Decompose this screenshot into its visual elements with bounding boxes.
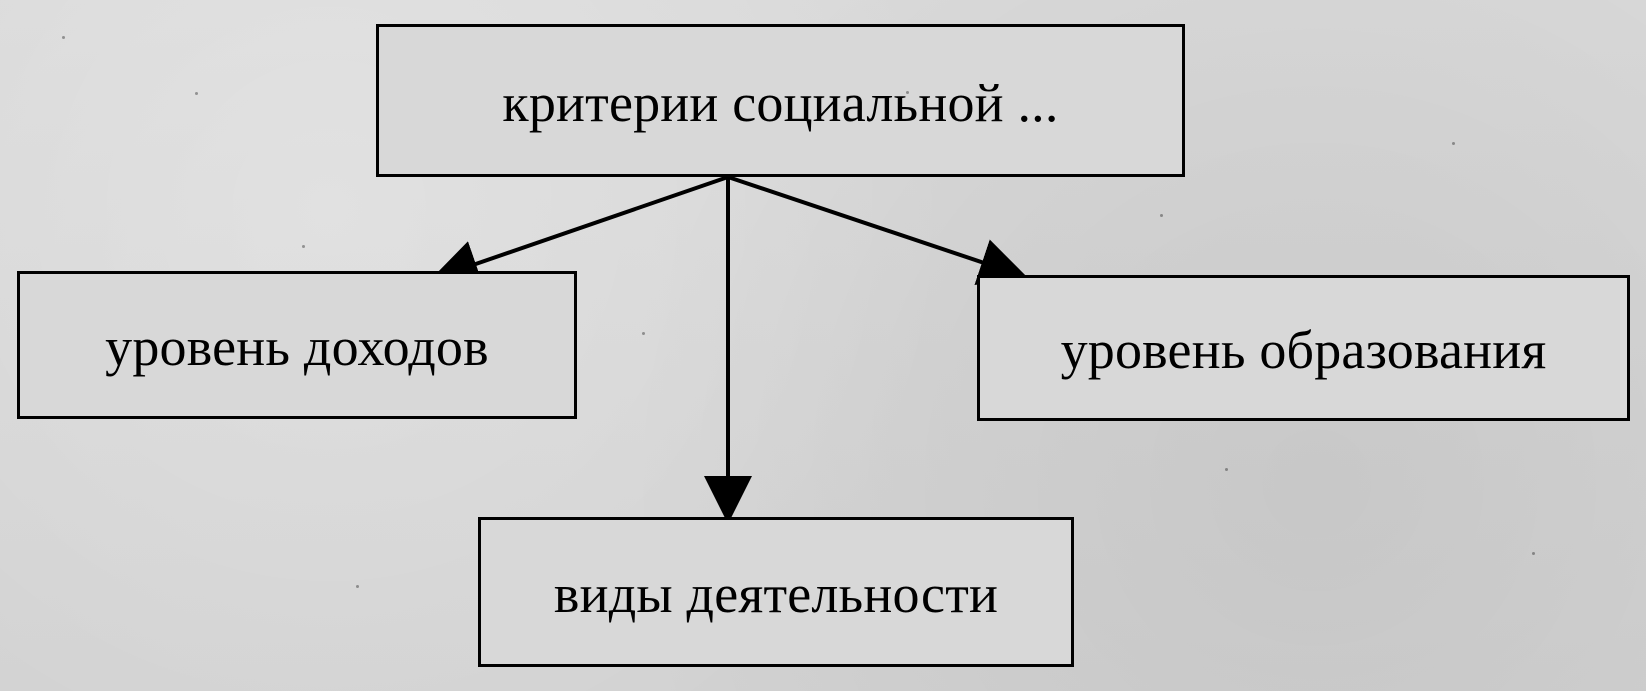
paper-speck	[1532, 552, 1535, 555]
arrow-to-left-node	[430, 175, 729, 287]
paper-speck	[62, 36, 65, 39]
paper-speck	[195, 92, 198, 95]
arrow-to-right-node	[727, 175, 1028, 286]
right-node-label: уровень образования	[1060, 320, 1547, 380]
top-node: критерии социальной ...	[376, 24, 1185, 177]
right-node: уровень образования	[977, 275, 1630, 421]
paper-speck	[1160, 214, 1163, 217]
bottom-node: виды деятельности	[478, 517, 1074, 667]
paper-speck	[1452, 142, 1455, 145]
paper-speck	[356, 585, 359, 588]
paper-speck	[302, 245, 305, 248]
paper-speck	[642, 332, 645, 335]
left-node: уровень доходов	[17, 271, 577, 419]
top-node-label: критерии социальной ...	[502, 72, 1059, 133]
paper-speck	[1225, 468, 1228, 471]
bottom-node-label: виды деятельности	[553, 564, 999, 624]
left-node-label: уровень доходов	[105, 317, 489, 377]
paper-speck	[906, 91, 909, 94]
